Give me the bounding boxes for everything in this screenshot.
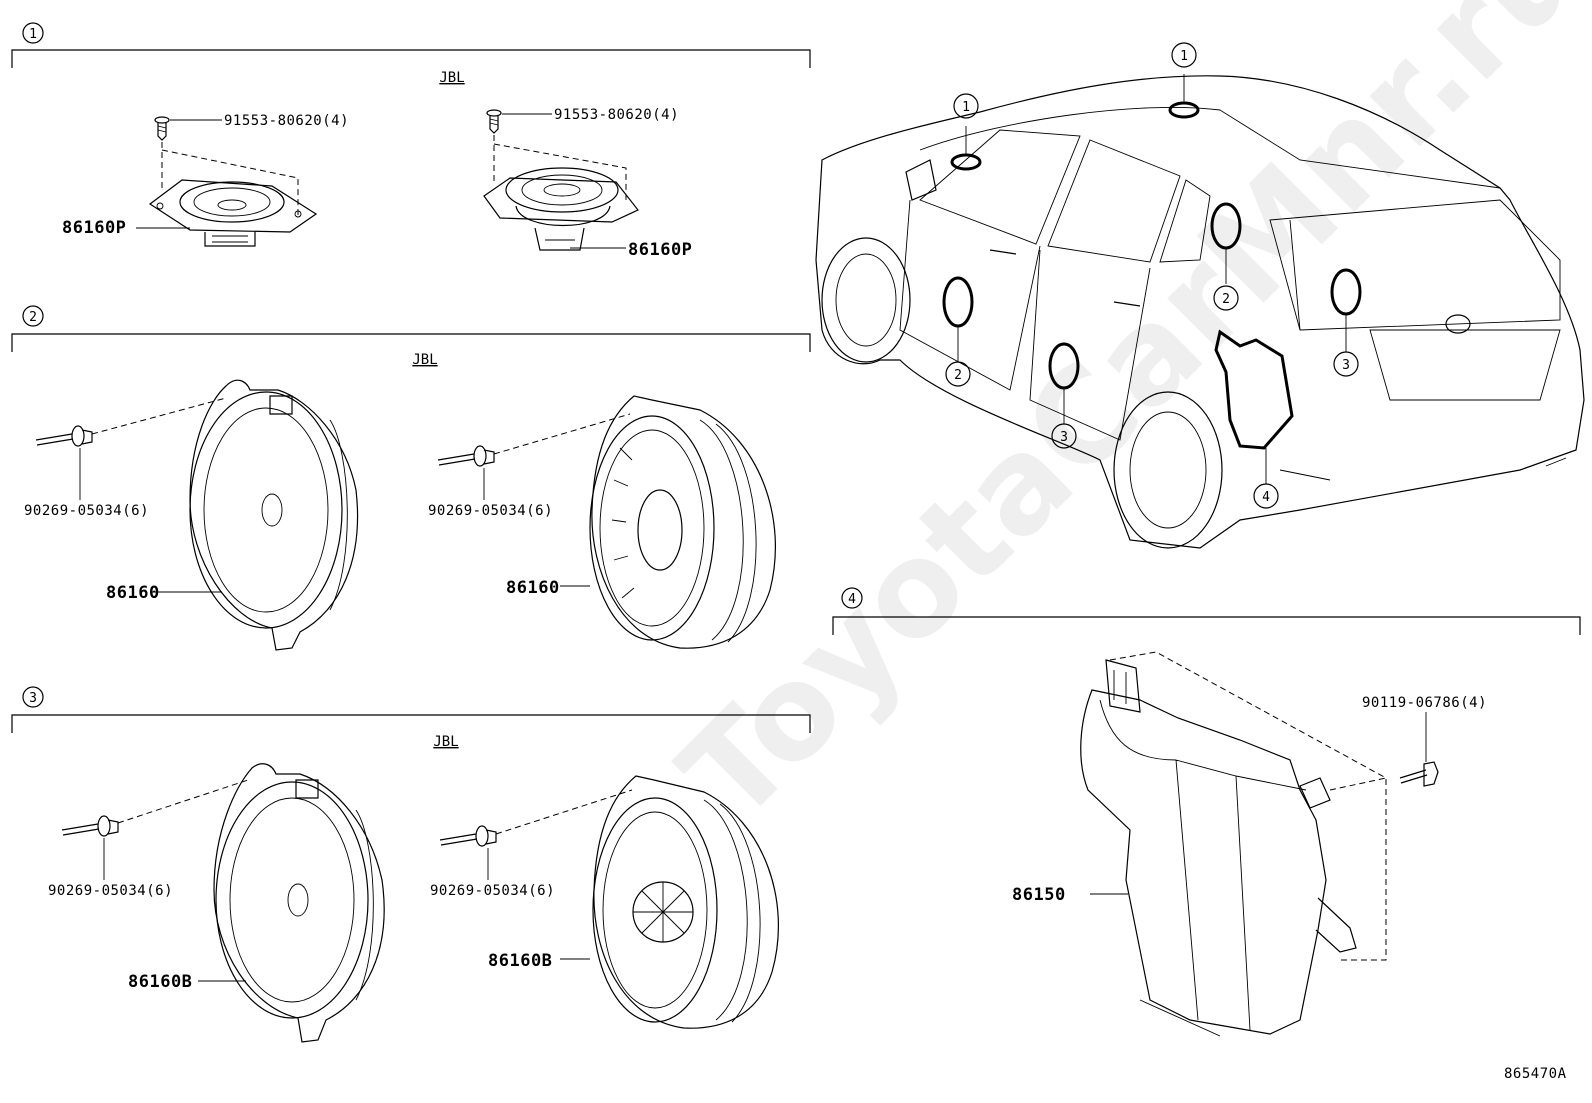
speaker-front-right-part-number: 86160 <box>506 578 560 598</box>
location-rear-door-right <box>1330 268 1362 316</box>
section-3-label: JBL <box>433 734 458 750</box>
location-tweeter-front <box>950 153 982 171</box>
speaker-rear-left-rivet-label: 90269-05034(6) <box>48 883 173 899</box>
tweeter-right: 91553-80620(4) 86160P <box>483 107 692 260</box>
tweeter-left: 91553-80620(4) 86160P <box>62 113 349 247</box>
section-3-bracket <box>11 714 811 733</box>
speaker-front-left: 90269-05034(6) 86160 <box>24 379 359 651</box>
section-1-bracket <box>11 49 811 68</box>
car-callout-3b-text: 3 <box>1342 358 1350 373</box>
screw-icon <box>486 109 502 134</box>
tweeter-right-part-number: 86160P <box>628 240 692 260</box>
rivet-icon <box>61 815 119 837</box>
tweeter-left-screw-label: 91553-80620(4) <box>224 113 349 129</box>
car-overview: 1 1 2 2 3 3 4 <box>815 42 1585 549</box>
section-4-bracket <box>832 616 1581 635</box>
section-1-number: 1 <box>29 27 37 42</box>
speaker-rear-right-rivet-label: 90269-05034(6) <box>430 883 555 899</box>
car-callout-2b-text: 2 <box>1222 292 1230 307</box>
section-4: 4 <box>832 587 1581 635</box>
section-3: 3 JBL <box>11 686 811 750</box>
car-callout-3a-text: 3 <box>1060 430 1068 445</box>
speaker-front-right-rivet-label: 90269-05034(6) <box>428 503 553 519</box>
car-callout-3b <box>1333 351 1359 377</box>
section-4-circle <box>841 587 863 609</box>
speaker-rear-right-part-number: 86160B <box>488 951 552 971</box>
bolt-label: 90119-06786(4) <box>1362 695 1487 711</box>
tweeter-left-part-number: 86160P <box>62 218 126 238</box>
section-2-number: 2 <box>29 310 37 325</box>
section-2-bracket <box>11 333 811 352</box>
rivet-icon <box>439 825 497 847</box>
speaker-front-left-part-number: 86160 <box>106 583 160 603</box>
diagram-code: 865470A <box>1504 1066 1567 1082</box>
speaker-front-left-rivet-label: 90269-05034(6) <box>24 503 149 519</box>
car-callout-2a <box>945 361 971 387</box>
section-1: 1 JBL <box>11 22 811 86</box>
screw-icon <box>154 116 170 141</box>
section-3-number: 3 <box>29 691 37 706</box>
section-2: 2 JBL <box>11 305 811 368</box>
car-callout-1a <box>953 93 979 119</box>
speaker-rear-right: 90269-05034(6) 86160B <box>430 775 779 1029</box>
section-1-circle <box>22 22 44 44</box>
car-callout-3a <box>1051 423 1077 449</box>
rivet-icon <box>437 445 495 467</box>
rivet-icon <box>35 425 93 447</box>
speaker-rear-left-part-number: 86160B <box>128 972 192 992</box>
section-2-circle <box>22 305 44 327</box>
section-1-label: JBL <box>439 70 464 86</box>
section-3-circle <box>22 686 44 708</box>
speaker-front-right: 90269-05034(6) 86160 <box>428 395 776 649</box>
speaker-rear-left: 90269-05034(6) 86160B <box>48 763 385 1043</box>
location-front-door-left <box>942 276 974 328</box>
car-callout-4-text: 4 <box>1262 490 1270 505</box>
subwoofer: 86150 90119-06786(4) <box>1012 651 1487 1037</box>
car-callout-2a-text: 2 <box>954 368 962 383</box>
tweeter-right-screw-label: 91553-80620(4) <box>554 107 679 123</box>
car-callout-1b <box>1171 42 1197 68</box>
location-tweeter-rear <box>1168 101 1200 119</box>
car-callout-2b <box>1213 285 1239 311</box>
car-callout-1b-text: 1 <box>1180 49 1188 64</box>
watermark: ToyotaCarMnr.ru <box>652 0 1592 851</box>
subwoofer-part-number: 86150 <box>1012 885 1066 905</box>
location-subwoofer <box>1214 329 1294 450</box>
bolt-icon <box>1399 761 1439 787</box>
car-callout-1a-text: 1 <box>962 100 970 115</box>
section-4-number: 4 <box>848 592 856 607</box>
section-2-label: JBL <box>412 352 437 368</box>
car-callout-4 <box>1253 483 1279 509</box>
